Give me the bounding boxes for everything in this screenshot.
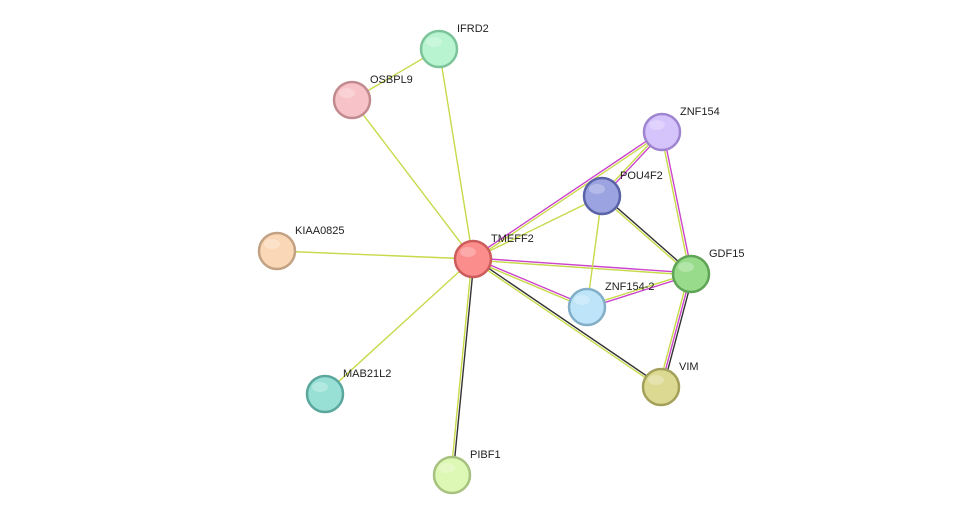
node-circle <box>453 239 493 279</box>
edge-line-text <box>276 250 474 260</box>
node-circle <box>432 455 472 495</box>
node-label: ZNF154 <box>680 106 720 118</box>
edge-line-text <box>450 258 473 476</box>
edge-line-text <box>472 259 692 276</box>
node-label: KIAA0825 <box>295 225 345 237</box>
edge-line-text <box>324 258 474 395</box>
node-circle <box>582 176 622 216</box>
edge-line-text <box>471 259 662 389</box>
node-highlight <box>439 463 455 473</box>
node-label: PIBF1 <box>470 449 501 461</box>
node-circle <box>257 231 297 271</box>
node-gdf15[interactable]: GDF15 <box>671 248 744 294</box>
edge-line-coexp <box>452 258 475 476</box>
node-label: MAB21L2 <box>343 368 391 380</box>
edge-line-exp <box>472 257 692 274</box>
node-tmeff2[interactable]: TMEFF2 <box>453 233 534 279</box>
edge-tmeff2-kiaa0825[interactable] <box>276 250 474 260</box>
edge-line-coexp <box>602 194 693 274</box>
node-osbpl9[interactable]: OSBPL9 <box>332 74 413 120</box>
edge-tmeff2-pou4f2[interactable] <box>472 195 603 260</box>
edge-line-exp <box>662 131 693 275</box>
edge-gdf15-vim[interactable] <box>658 272 694 389</box>
edge-line-text <box>438 48 474 260</box>
edge-tmeff2-vim[interactable] <box>471 257 663 389</box>
node-highlight <box>460 247 476 257</box>
edge-tmeff2-pibf1[interactable] <box>450 258 475 476</box>
edge-line-text <box>658 272 690 388</box>
edge-tmeff2-osbpl9[interactable] <box>351 99 474 260</box>
node-znf154-2[interactable]: ZNF154-2 <box>567 281 655 327</box>
edge-line-exp <box>660 273 692 388</box>
node-pou4f2[interactable]: POU4F2 <box>582 170 663 216</box>
node-highlight <box>312 382 328 392</box>
node-highlight <box>426 37 442 47</box>
node-circle <box>642 112 682 152</box>
edge-line-text <box>472 195 603 260</box>
edge-tmeff2-gdf15[interactable] <box>472 257 692 276</box>
edge-tmeff2-mab21l2[interactable] <box>324 258 474 395</box>
node-circle <box>641 367 681 407</box>
edge-znf154-gdf15[interactable] <box>660 131 693 275</box>
edge-line-text <box>471 259 588 309</box>
edge-tmeff2-znf154-2[interactable] <box>471 257 589 309</box>
edge-line-coexp <box>472 257 663 387</box>
edge-line-coexp <box>662 273 694 389</box>
node-label: OSBPL9 <box>370 74 413 86</box>
node-circle <box>671 254 711 294</box>
node-highlight <box>589 184 605 194</box>
edge-line-text <box>660 131 691 275</box>
edge-line-exp <box>472 257 589 307</box>
node-circle <box>332 80 372 120</box>
node-label: ZNF154-2 <box>605 281 655 293</box>
node-pibf1[interactable]: PIBF1 <box>432 449 501 495</box>
edge-tmeff2-znf154[interactable] <box>471 130 664 261</box>
node-mab21l2[interactable]: MAB21L2 <box>305 368 391 414</box>
node-highlight <box>678 262 694 272</box>
node-highlight <box>264 239 280 249</box>
node-label: TMEFF2 <box>491 233 534 245</box>
node-highlight <box>339 88 355 98</box>
node-highlight <box>648 375 664 385</box>
node-kiaa0825[interactable]: KIAA0825 <box>257 225 345 271</box>
node-label: GDF15 <box>709 248 744 260</box>
edge-line-text <box>351 99 474 260</box>
node-ifrd2[interactable]: IFRD2 <box>419 23 489 69</box>
node-znf154[interactable]: ZNF154 <box>642 106 720 152</box>
node-label: VIM <box>679 361 699 373</box>
node-highlight <box>649 120 665 130</box>
node-circle <box>567 287 607 327</box>
edge-pou4f2-gdf15[interactable] <box>600 194 693 276</box>
node-circle <box>305 374 345 414</box>
edge-line-exp <box>471 130 663 259</box>
node-layer: TMEFF2 IFRD2OSBPL9ZNF154POU4F2KIAA0825GDF… <box>257 23 744 495</box>
edge-tmeff2-ifrd2[interactable] <box>438 48 474 260</box>
node-highlight <box>574 295 590 305</box>
edge-line-text <box>472 132 664 261</box>
node-label: POU4F2 <box>620 170 663 182</box>
node-vim[interactable]: VIM <box>641 361 699 407</box>
edge-line-text <box>600 196 691 276</box>
node-circle <box>419 29 459 69</box>
node-label: IFRD2 <box>457 23 489 35</box>
